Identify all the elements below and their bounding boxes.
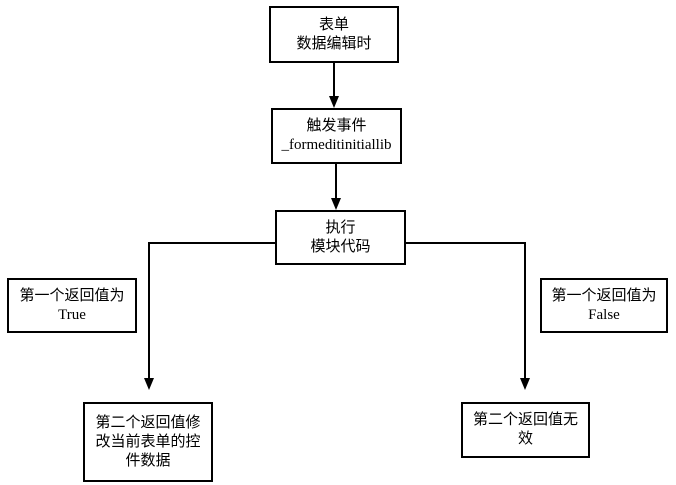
node-label-line: 模块代码 bbox=[310, 238, 371, 255]
arrow-down-icon bbox=[144, 378, 154, 390]
node-label-line: False bbox=[588, 306, 620, 323]
connector-trigger-to-execute-line bbox=[335, 164, 337, 200]
node-label-line: 触发事件 bbox=[306, 118, 367, 134]
arrow-down-icon bbox=[520, 378, 530, 390]
node-label-line: 数据编辑时 bbox=[296, 35, 372, 52]
node-form-data-edit: 表单 数据编辑时 bbox=[269, 6, 399, 63]
arrow-down-icon bbox=[331, 198, 341, 210]
node-label-line: _formeditinitiallib bbox=[281, 137, 392, 153]
node-first-return-true: 第一个返回值为 True bbox=[7, 278, 137, 333]
node-first-return-false: 第一个返回值为 False bbox=[540, 278, 668, 333]
connector-branch-right-horizontal bbox=[406, 242, 525, 244]
node-second-return-modify-controls: 第二个返回值修 改当前表单的控 件数据 bbox=[83, 402, 213, 482]
connector-form-to-trigger-line bbox=[333, 63, 335, 98]
connector-branch-right-vertical bbox=[524, 242, 526, 378]
node-label-line: 第一个返回值为 bbox=[551, 287, 657, 304]
node-label-line: 第二个返回值无 bbox=[472, 412, 578, 428]
node-label-line: True bbox=[58, 306, 86, 323]
node-label-line: 表单 bbox=[318, 16, 349, 33]
node-label-line: 执行 bbox=[325, 219, 356, 236]
arrow-down-icon bbox=[329, 96, 339, 108]
node-label-line: 第一个返回值为 bbox=[19, 287, 125, 304]
connector-branch-left-horizontal bbox=[149, 242, 275, 244]
node-second-return-invalid: 第二个返回值无 效 bbox=[461, 402, 590, 458]
connector-branch-left-vertical bbox=[148, 242, 150, 378]
node-trigger-event: 触发事件 _formeditinitiallib bbox=[271, 108, 402, 164]
node-label-line: 第二个返回值修 bbox=[95, 414, 201, 431]
node-execute-module-code: 执行 模块代码 bbox=[275, 210, 406, 265]
node-label-line: 效 bbox=[517, 431, 533, 447]
node-label-line: 改当前表单的控 bbox=[95, 433, 201, 450]
node-label-line: 件数据 bbox=[125, 452, 171, 469]
